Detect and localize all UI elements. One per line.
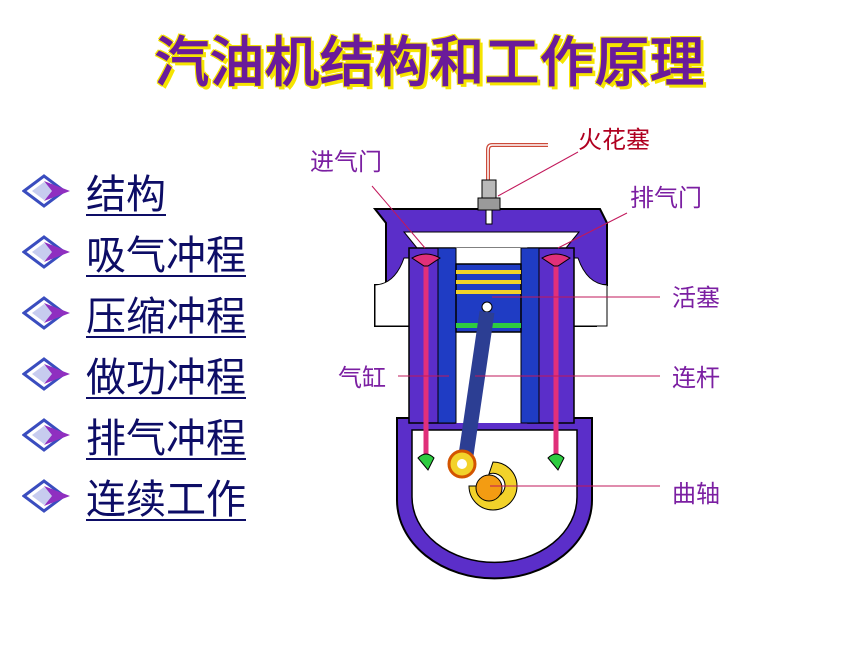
menu-label: 连续工作	[86, 476, 246, 523]
cylinder-liner-right	[520, 247, 540, 424]
label-intake-valve: 进气门	[310, 148, 382, 176]
menu-item-structure[interactable]: 结构	[22, 160, 282, 221]
section-menu: 结构 吸气冲程 压缩冲程 做功冲程 排气冲程	[22, 160, 282, 526]
piston-ring	[456, 270, 521, 274]
label-exhaust-valve: 排气门	[630, 184, 702, 212]
diamond-bullet-icon	[22, 173, 70, 208]
exhaust-valve-head	[541, 253, 571, 267]
label-spark-plug: 火花塞	[578, 126, 650, 154]
piston-pin	[481, 301, 493, 313]
diamond-bullet-icon	[22, 356, 70, 391]
menu-label: 结构	[86, 171, 166, 218]
menu-label: 吸气冲程	[86, 232, 246, 279]
spark-plug-hex	[477, 197, 501, 211]
combustion-chamber	[402, 231, 581, 249]
engine-diagram: 火花塞 进气门 排气门 活塞 气缸 连杆 曲轴	[310, 126, 720, 580]
menu-item-intake-stroke[interactable]: 吸气冲程	[22, 221, 282, 282]
menu-label: 做功冲程	[86, 354, 246, 401]
menu-item-exhaust-stroke[interactable]: 排气冲程	[22, 404, 282, 465]
cylinder-liner-left	[437, 247, 457, 424]
label-crankshaft: 曲轴	[672, 480, 720, 508]
piston-ring	[456, 280, 521, 284]
menu-item-continuous-operation[interactable]: 连续工作	[22, 465, 282, 526]
diamond-bullet-icon	[22, 234, 70, 269]
menu-label: 排气冲程	[86, 415, 246, 462]
page-title: 汽油机结构和工作原理	[155, 31, 705, 94]
exhaust-cam	[547, 453, 565, 471]
spark-plug-body	[481, 179, 497, 199]
connecting-rod	[457, 310, 495, 464]
spark-plug-tip	[485, 209, 493, 225]
label-piston: 活塞	[672, 284, 720, 312]
menu-item-compression-stroke[interactable]: 压缩冲程	[22, 282, 282, 343]
intake-cam	[417, 453, 435, 471]
leader-intake-valve	[371, 185, 426, 249]
diamond-bullet-icon	[22, 295, 70, 330]
leader-exhaust-valve	[557, 212, 628, 249]
label-connecting-rod: 连杆	[672, 364, 720, 392]
menu-item-power-stroke[interactable]: 做功冲程	[22, 343, 282, 404]
diamond-bullet-icon	[22, 478, 70, 513]
crankshaft-journal	[475, 474, 503, 502]
diamond-bullet-icon	[22, 417, 70, 452]
spark-plug-wire	[486, 143, 548, 180]
leader-spark-plug	[497, 151, 579, 197]
crank-pin-center	[457, 459, 467, 469]
intake-valve-head	[411, 253, 441, 267]
menu-label: 压缩冲程	[86, 293, 246, 340]
label-cylinder: 气缸	[338, 364, 386, 392]
piston-ring	[456, 290, 521, 294]
spark-plug-wire-core	[487, 144, 548, 180]
